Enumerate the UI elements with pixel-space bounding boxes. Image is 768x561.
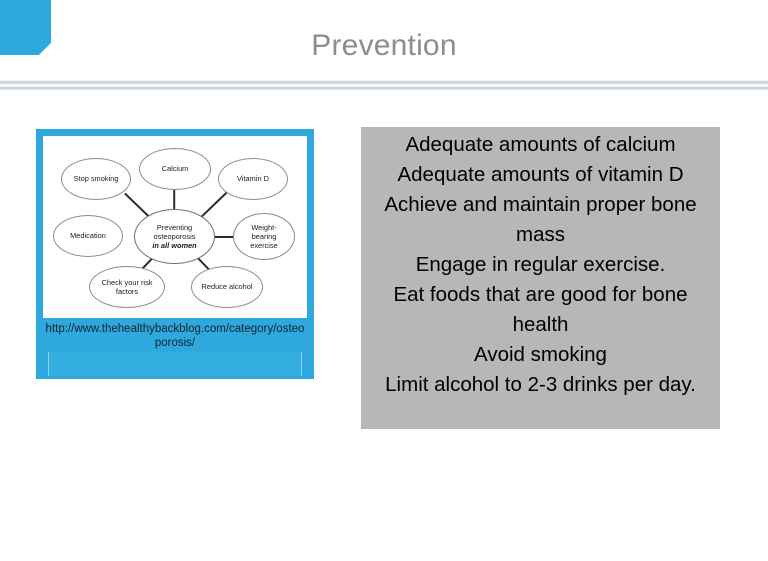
node-calcium-label: Calcium: [161, 164, 189, 174]
node-reduce-alcohol-label: Reduce alcohol: [201, 282, 253, 292]
content-line-4: Engage in regular exercise.: [415, 253, 666, 276]
content-text-box: Adequate amounts of calcium Adequate amo…: [361, 127, 720, 429]
center-label-line-2: osteoporosis: [153, 231, 196, 241]
node-center-preventing-osteoporosis: Preventing osteoporosis in all women: [134, 209, 215, 264]
content-line-2: Adequate amounts of vitamin D: [397, 163, 684, 186]
source-url-caption: http://www.thehealthybackblog.com/catego…: [45, 323, 305, 349]
node-stop-smoking: Stop smoking: [61, 158, 131, 200]
node-vitamin-d-label: Vitamin D: [237, 174, 269, 184]
node-calcium: Calcium: [139, 148, 211, 190]
node-weight-bearing-exercise: Weight-bearing exercise: [233, 213, 295, 260]
edge-center-to-weight-bearing: [204, 236, 235, 238]
node-check-risk-factors-label: Check your risk factors: [101, 277, 153, 296]
node-check-risk-factors: Check your risk factors: [89, 266, 165, 308]
content-line-3: Achieve and maintain proper bone mass: [384, 193, 697, 246]
node-reduce-alcohol: Reduce alcohol: [191, 266, 263, 308]
node-vitamin-d: Vitamin D: [218, 158, 288, 200]
content-line-1: Adequate amounts of calcium: [405, 133, 676, 156]
osteoporosis-prevention-diagram: Stop smoking Calcium Vitamin D Weight-be…: [43, 136, 307, 318]
node-medication-label: Medication: [70, 231, 106, 241]
node-stop-smoking-label: Stop smoking: [73, 174, 119, 184]
picture-block: Stop smoking Calcium Vitamin D Weight-be…: [36, 129, 314, 379]
node-weight-bearing-exercise-label: Weight-bearing exercise: [250, 222, 278, 251]
content-line-6: Avoid smoking: [474, 343, 607, 366]
page-title: Prevention: [311, 29, 457, 62]
corner-accent-shape: [0, 0, 51, 55]
content-line-5: Eat foods that are good for bone health: [393, 283, 688, 336]
node-medication: Medication: [53, 215, 123, 257]
picture-footer-band: [48, 352, 302, 376]
title-divider: [0, 80, 768, 91]
center-label-line-1: Preventing: [156, 222, 193, 232]
center-label-line-3: in all women: [152, 241, 197, 251]
content-line-7: Limit alcohol to 2-3 drinks per day.: [385, 373, 696, 396]
